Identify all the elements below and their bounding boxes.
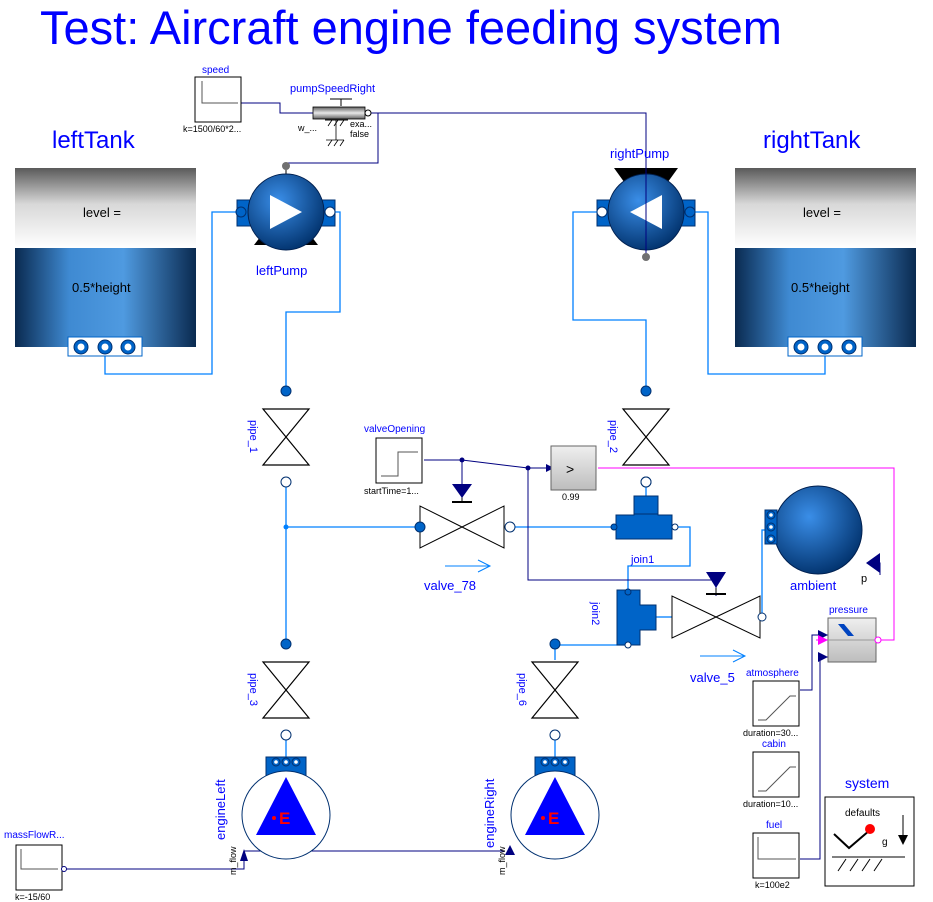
pump-speed-right[interactable]: pumpSpeedRight w_... exa... false (290, 83, 375, 147)
mass-flow-rate-block[interactable]: massFlowR... k=-15/60 (4, 830, 67, 902)
pipe-6[interactable]: pipe_6 (516, 638, 580, 741)
speed-param: k=1500/60*2... (183, 124, 241, 134)
engine-right-symbol: E (548, 809, 559, 828)
valve-5-label: valve_5 (690, 670, 735, 685)
left-tank-level: level = (83, 205, 121, 220)
diagram-title: Test: Aircraft engine feeding system (40, 1, 782, 54)
right-tank-level: level = (803, 205, 841, 220)
speed-label: speed (202, 65, 229, 76)
valve-opening-block[interactable]: valveOpening startTime=1... (364, 424, 425, 496)
pump-speed-right-param-left: w_... (297, 123, 317, 133)
join2-label: join2 (589, 601, 601, 625)
fuel-block[interactable]: fuel k=100e2 (752, 820, 800, 890)
engine-right[interactable]: E engineRight m_flow (482, 756, 600, 875)
valve-78-label: valve_78 (424, 578, 476, 593)
ambient-label: ambient (790, 578, 837, 593)
fluid-connections (104, 211, 826, 757)
system-block[interactable]: system defaults g (824, 775, 915, 887)
atmosphere-label: atmosphere (746, 668, 799, 679)
pipe-6-label: pipe_6 (516, 673, 528, 706)
cabin-label: cabin (762, 739, 786, 750)
right-tank[interactable]: rightTank level = 0.5*height (735, 127, 916, 357)
right-tank-height: 0.5*height (791, 280, 850, 295)
greater-than-block[interactable]: > 0.99 (550, 445, 597, 502)
pipe-1-label: pipe_1 (247, 420, 259, 453)
cabin-block[interactable]: cabin duration=10... (743, 739, 800, 809)
right-pump[interactable]: rightPump (596, 113, 696, 261)
system-defaults: defaults (845, 808, 880, 819)
pipe-3[interactable]: pipe_3 (247, 638, 311, 741)
valve-78[interactable]: valve_78 (414, 484, 516, 593)
engine-right-port: m_flow (497, 846, 507, 875)
valve-opening-param: startTime=1... (364, 486, 419, 496)
valve-opening-label: valveOpening (364, 424, 425, 435)
greater-than-param: 0.99 (562, 492, 580, 502)
pipe-3-label: pipe_3 (247, 673, 259, 706)
right-tank-label: rightTank (763, 127, 861, 154)
signal-junction (459, 457, 465, 463)
pump-speed-right-param-false: false (350, 129, 369, 139)
pipe-2[interactable]: pipe_2 (607, 385, 671, 488)
valve-5[interactable]: valve_5 (671, 572, 767, 685)
tee-junction[interactable] (610, 476, 679, 540)
left-tank-label: leftTank (52, 127, 136, 154)
fuel-param: k=100e2 (755, 880, 790, 890)
greater-than-symbol: > (566, 461, 574, 477)
system-label: system (845, 775, 889, 791)
ambient-port-label: p (861, 573, 867, 585)
ambient[interactable]: ambient p (764, 485, 880, 593)
left-tank[interactable]: leftTank level = 0.5*height (15, 127, 196, 357)
signal-arrow (546, 464, 554, 472)
pump-speed-right-param-right: exa... (350, 119, 372, 129)
pipe-2-label: pipe_2 (607, 420, 619, 453)
left-pump-outlet[interactable] (324, 206, 336, 218)
cabin-param: duration=10... (743, 799, 798, 809)
atmosphere-param: duration=30... (743, 728, 798, 738)
pipe-1[interactable]: pipe_1 (247, 385, 311, 488)
engine-left[interactable]: E engineLeft m_flow (213, 756, 331, 875)
pressure-label: pressure (829, 605, 868, 616)
signal-junction (525, 465, 531, 471)
engine-left-port: m_flow (228, 846, 238, 875)
pressure-block[interactable]: pressure (818, 605, 882, 663)
atmosphere-block[interactable]: atmosphere duration=30... (743, 668, 800, 738)
left-pump-label: leftPump (256, 263, 307, 278)
left-pump-inlet[interactable] (235, 206, 247, 218)
junction-dot (283, 524, 289, 530)
mass-flow-rate-param: k=-15/60 (15, 892, 50, 902)
system-g: g (882, 837, 888, 848)
right-pump-outlet[interactable] (596, 206, 608, 218)
right-pump-label: rightPump (610, 146, 669, 161)
right-pump-inlet[interactable] (684, 206, 696, 218)
fuel-label: fuel (766, 820, 782, 831)
engine-left-symbol: E (279, 809, 290, 828)
join1-label: join1 (630, 554, 654, 566)
speed-block[interactable]: speed k=1500/60*2... (183, 65, 242, 134)
mass-flow-rate-label: massFlowR... (4, 830, 65, 841)
join2[interactable]: join2 (589, 588, 657, 649)
left-tank-height: 0.5*height (72, 280, 131, 295)
left-pump[interactable]: leftPump (235, 162, 336, 278)
engine-right-label: engineRight (482, 778, 497, 848)
pump-speed-right-label: pumpSpeedRight (290, 83, 375, 95)
engine-left-label: engineLeft (213, 779, 228, 840)
